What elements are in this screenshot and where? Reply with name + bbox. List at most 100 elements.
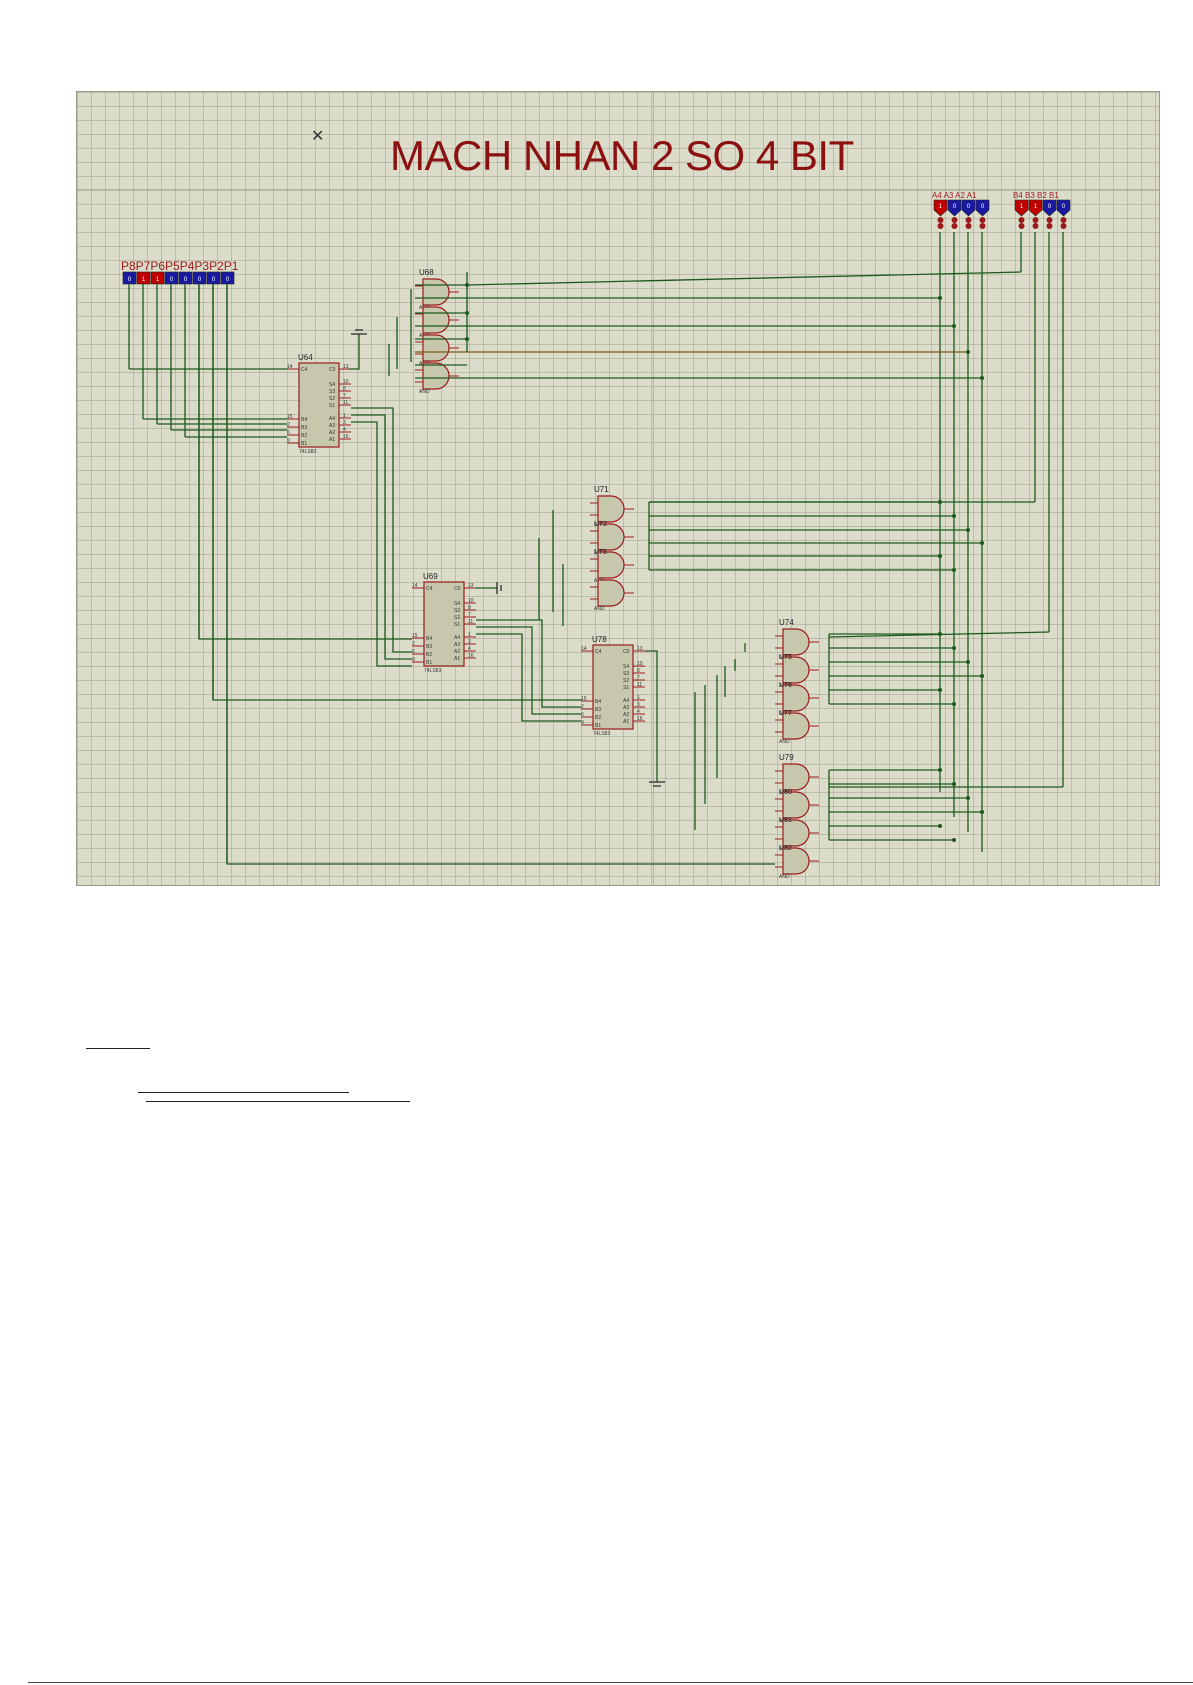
u79-gate <box>782 847 810 875</box>
adder-pin-number: 1 <box>343 413 346 419</box>
input-pin <box>965 223 972 229</box>
adder-pin-number: 15 <box>581 696 587 702</box>
input-b3 <box>1028 199 1043 217</box>
gate-type-label: AND <box>779 874 790 880</box>
adder-pin-name: B3 <box>301 425 307 431</box>
adder-pin-name: B4 <box>301 417 307 423</box>
adder-pin-name: S3 <box>623 671 629 677</box>
adder-pin-name: S3 <box>329 389 335 395</box>
adder-pin-name: A2 <box>329 430 335 436</box>
adder-pin-number: 16 <box>637 716 643 722</box>
junction-dot <box>938 296 942 300</box>
adder-pin-number: 14 <box>412 583 418 589</box>
adder-pin-name: B1 <box>595 723 601 729</box>
adder-pin-number: 16 <box>468 653 474 659</box>
wire <box>476 633 581 722</box>
adder-pin-number: 3 <box>468 639 471 645</box>
adder-pin-number: 7 <box>343 393 346 399</box>
input-state: 0 <box>1062 204 1066 210</box>
input-pin <box>1032 223 1039 229</box>
input-state: 1 <box>1020 204 1024 210</box>
gate-sub-label: U81 <box>779 817 792 824</box>
u71-gate <box>597 495 625 523</box>
input-pin <box>1046 217 1053 223</box>
junction-dot <box>966 796 970 800</box>
adder-pin-name: S4 <box>454 601 460 607</box>
adder-pin-number: 11 <box>343 400 348 406</box>
adder-pin-name: C4 <box>426 586 433 592</box>
adder-pin-number: 9 <box>412 657 415 663</box>
gate-group-label: U79 <box>779 753 794 762</box>
wire <box>351 414 412 660</box>
adder-pin-name: C4 <box>595 649 602 655</box>
adder-pin-name: A2 <box>623 712 629 718</box>
adder-pin-name: S1 <box>623 685 629 691</box>
gate-sub-label: U73 <box>594 549 607 556</box>
adder-pin-name: S2 <box>329 396 335 402</box>
output-probe-labels: P8P7P6P5P4P3P2P1 <box>121 259 239 273</box>
input-a1 <box>975 199 990 217</box>
u74-gate <box>782 656 810 684</box>
adder-part: 74LS83 <box>424 668 441 674</box>
gate-group-label: U71 <box>594 485 609 494</box>
adder-pin-number: 10 <box>343 379 349 385</box>
input-b2 <box>1042 199 1057 217</box>
underline-1 <box>86 1048 150 1049</box>
adder-pin-name: A2 <box>454 649 460 655</box>
input-pin <box>1060 217 1067 223</box>
sheet-border-horizontal <box>77 189 1159 190</box>
adder-pin-number: 2 <box>412 641 415 647</box>
gate-sub-label: U75 <box>779 654 792 661</box>
adder-pin-number: 2 <box>287 422 290 428</box>
junction-dot <box>952 514 956 518</box>
junction-dot <box>980 376 984 380</box>
input-a2 <box>961 199 976 217</box>
u71-gate <box>597 551 625 579</box>
adder-pin-name: S4 <box>329 382 335 388</box>
adder-pin-name: A1 <box>329 437 335 443</box>
gate-type-label: AND <box>419 389 430 395</box>
junction-dot <box>952 324 956 328</box>
adder-pin-number: 4 <box>637 709 640 715</box>
u68-gate <box>422 334 450 362</box>
input-pin <box>937 217 944 223</box>
output-probe-state: 0 <box>198 277 202 283</box>
gate-sub-label: U72 <box>594 521 607 528</box>
adder-pin-number: 8 <box>468 605 471 611</box>
u79-gate <box>782 791 810 819</box>
adder-pin-name: S2 <box>454 615 460 621</box>
wire <box>476 619 581 708</box>
input-a3 <box>947 199 962 217</box>
input-pin <box>1032 217 1039 223</box>
adder-pin-number: 4 <box>468 646 471 652</box>
u71-gate <box>597 523 625 551</box>
junction-dot <box>966 660 970 664</box>
wire <box>349 334 360 370</box>
junction-dot <box>938 554 942 558</box>
output-probe-state: 0 <box>226 277 230 283</box>
junction-dot <box>980 541 984 545</box>
adder-pin-name: B3 <box>426 644 432 650</box>
underline-2 <box>138 1092 349 1093</box>
input-pin <box>1060 223 1067 229</box>
wire <box>466 271 1022 286</box>
gate-sub-label: U82 <box>779 845 792 852</box>
junction-dot <box>966 528 970 532</box>
u79-gate <box>782 763 810 791</box>
adder-pin-number: 4 <box>343 427 346 433</box>
adder-pin-name: B4 <box>426 636 432 642</box>
input-state: 0 <box>1048 204 1052 210</box>
adder-pin-number: 2 <box>581 704 584 710</box>
u68-gate <box>422 362 450 390</box>
input-pin <box>1018 217 1025 223</box>
output-probe-state: 1 <box>142 277 146 283</box>
input-pin <box>1018 223 1025 229</box>
adder-pin-name: A3 <box>454 642 460 648</box>
gate-sub-label: U77 <box>779 710 792 717</box>
gate-sub-label: U76 <box>779 682 792 689</box>
adder-pin-number: 6 <box>581 712 584 718</box>
input-pin <box>1046 223 1053 229</box>
page-bottom-rule <box>28 1682 1193 1683</box>
